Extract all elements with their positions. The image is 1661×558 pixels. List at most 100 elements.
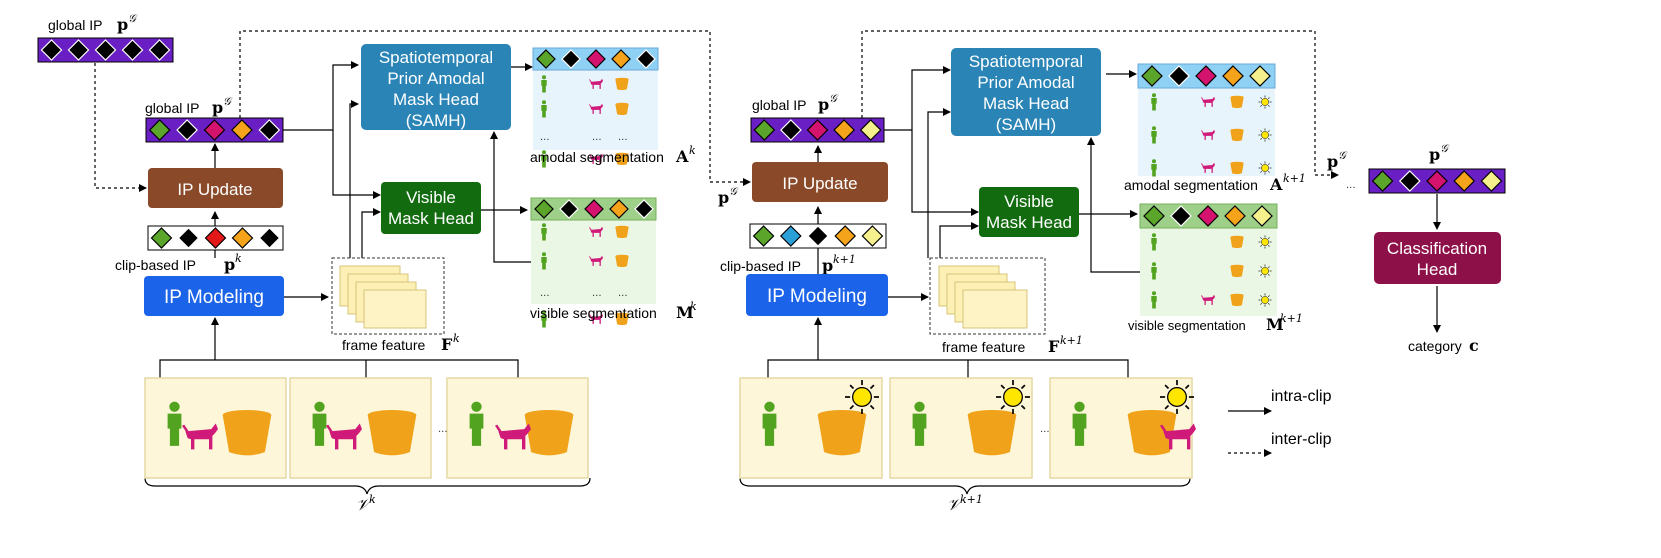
global-ip-symbol: p <box>212 98 223 117</box>
samh-line-3: Mask Head <box>983 94 1069 113</box>
amodal-seg-symbol: A <box>675 147 689 166</box>
grid-ellipsis: ... <box>540 132 550 143</box>
final-global-ip-bar <box>1368 168 1506 194</box>
prior-diamond <box>1480 170 1503 192</box>
ip-modeling-label: IP Modeling <box>164 287 264 308</box>
clip-ip-sup: k+1 <box>833 253 856 266</box>
amodal-mask-grid: ......... <box>540 75 629 168</box>
frame-feature-box <box>331 257 445 335</box>
prior-diamond <box>779 225 802 247</box>
samh-line-3: Mask Head <box>393 90 479 109</box>
clip-k-group: global IP p 𝒢 global IP p 𝒢 IP Update cl… <box>37 12 697 514</box>
frames-ellipsis: ... <box>438 424 448 435</box>
visible-seg-symbol: M <box>676 303 694 322</box>
p-g-left-sup: 𝒢 <box>729 185 739 198</box>
bucket-mask-icon <box>817 410 867 456</box>
prior-diamond <box>258 227 281 249</box>
ip-modeling-box[interactable] <box>746 274 888 316</box>
prior-diamond <box>121 39 144 61</box>
visible-head-line-2: Mask Head <box>388 209 474 228</box>
prior-diamond <box>609 199 629 219</box>
bucket-mask-icon <box>1230 293 1244 307</box>
prior-diamond <box>1143 205 1165 227</box>
samh-line-1: Spatiotemporal <box>969 52 1083 71</box>
prior-diamond <box>1197 205 1219 227</box>
amodal-header-diamonds <box>536 49 656 69</box>
prior-diamond <box>1453 170 1476 192</box>
samh-box[interactable] <box>951 48 1101 136</box>
ip-update-box[interactable] <box>148 168 283 208</box>
prior-diamond <box>148 39 171 61</box>
prior-diamond <box>148 119 171 141</box>
prior-diamond <box>861 225 884 247</box>
legend: intra-clip inter-clip <box>1271 388 1332 448</box>
frames-ellipsis: ... <box>1040 424 1050 435</box>
grid-ellipsis: ... <box>592 288 602 299</box>
clip-ip-label: clip-based IP <box>115 257 196 273</box>
category-symbol: c <box>1469 336 1479 355</box>
visible-seg-label: visible segmentation <box>530 305 657 321</box>
amodal-header-diamonds <box>1141 65 1271 87</box>
prior-diamond <box>176 119 198 141</box>
prior-diamond <box>780 119 802 141</box>
prior-diamond <box>559 199 579 219</box>
prior-diamond <box>150 227 173 249</box>
prior-diamond <box>752 225 775 247</box>
p-g-left-symbol: p <box>718 188 729 207</box>
global-ip-sup: 𝒢 <box>829 92 839 105</box>
global-ip-top-symbol: p <box>117 15 128 34</box>
video-sup: k+1 <box>960 493 983 506</box>
classification-head-box[interactable] <box>1374 232 1501 284</box>
prior-diamond <box>1195 65 1217 87</box>
prior-diamond <box>1224 205 1246 227</box>
classifier-p-sup: 𝒢 <box>1440 142 1450 155</box>
prior-diamond <box>258 119 281 141</box>
legend-inter-label: inter-clip <box>1271 431 1332 448</box>
prior-diamond <box>177 227 200 249</box>
visible-seg-symbol: M <box>1266 315 1284 334</box>
prior-diamond <box>94 39 117 61</box>
clip-k1-group: global IP p 𝒢 p 𝒢 p 𝒢 IP Update clip-bas… <box>718 48 1348 514</box>
ip-modeling-label: IP Modeling <box>767 286 867 307</box>
bucket-mask-icon <box>1230 95 1244 109</box>
ip-update-box[interactable] <box>752 162 888 202</box>
visible-header-diamonds <box>1143 205 1273 227</box>
frame-feature-stack-icon <box>938 265 1028 329</box>
frame-feature-label: frame feature <box>942 339 1025 355</box>
visible-head-line-1: Visible <box>406 188 456 207</box>
visible-seg-sup: k <box>690 300 697 313</box>
clip-ip-label: clip-based IP <box>720 258 801 274</box>
samh-box[interactable] <box>361 44 511 130</box>
samh-line-4: (SAMH) <box>996 115 1056 134</box>
frame-feature-sup: k <box>453 332 460 345</box>
prior-diamond <box>807 225 829 247</box>
visible-mask-head-box[interactable] <box>381 182 481 234</box>
prior-diamond <box>833 119 855 141</box>
bucket-mask-icon <box>367 410 417 456</box>
prior-diamond <box>1168 65 1190 87</box>
amodal-seg-label: amodal segmentation <box>530 149 664 165</box>
ip-modeling-box[interactable] <box>144 276 284 316</box>
bucket-mask-icon <box>222 410 272 456</box>
video-sup: k <box>369 493 376 506</box>
samh-line-2: Prior Amodal <box>977 73 1074 92</box>
global-ip-label: global IP <box>752 97 806 113</box>
ip-update-label: IP Update <box>782 174 857 193</box>
samh-line-1: Spatiotemporal <box>379 48 493 67</box>
prior-diamond <box>636 49 656 69</box>
bucket-mask-icon <box>615 102 629 116</box>
prior-diamond <box>40 39 63 61</box>
visible-mask-head-box[interactable] <box>979 187 1079 237</box>
grid-ellipsis: ... <box>592 132 602 143</box>
classification-head-line-2: Head <box>1417 260 1458 279</box>
visible-mask-grid: ......... <box>540 223 629 328</box>
visible-seg-sup: k+1 <box>1280 312 1303 325</box>
prior-diamond <box>204 227 227 249</box>
bucket-mask-icon <box>1230 128 1244 142</box>
global-ip-top-label: global IP <box>48 17 102 33</box>
prior-diamond <box>536 49 556 69</box>
prior-diamond <box>1251 205 1273 227</box>
prior-diamond <box>753 119 776 141</box>
clip-ip-symbol: p <box>822 256 833 275</box>
prior-diamond <box>231 119 253 141</box>
